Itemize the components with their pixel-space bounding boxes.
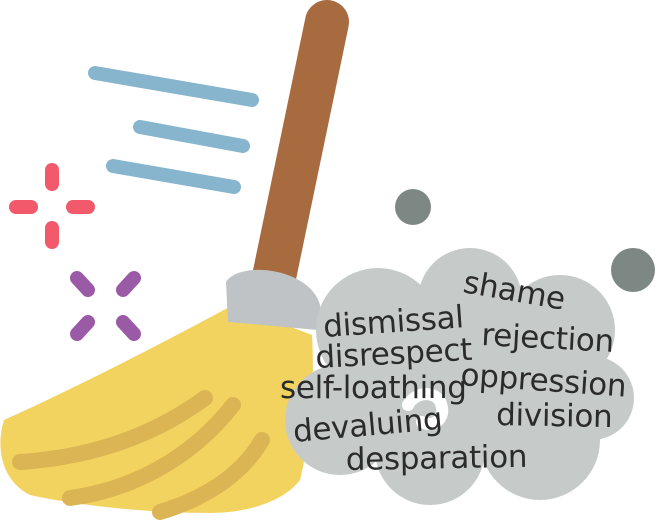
dust-particle-icon <box>395 189 431 225</box>
broom-collar <box>226 269 321 330</box>
broom-handle <box>251 0 349 304</box>
word-rejection: rejection <box>481 317 615 360</box>
motion-lines-icon <box>88 66 259 194</box>
motion-line <box>106 159 241 194</box>
sparkle-plus-icon <box>9 163 95 249</box>
word-division: division <box>496 397 613 435</box>
motion-line <box>88 66 259 107</box>
dust-particle-icon <box>611 248 655 292</box>
word-desparation: desparation <box>346 439 528 478</box>
sparkle-x-icon <box>70 271 141 341</box>
dust-cloud-icon <box>285 248 634 505</box>
broom-bristles <box>0 305 313 513</box>
bristle-stripes <box>12 390 270 520</box>
word-self-loathing: self-loathing <box>280 370 467 406</box>
word-disrespect: disrespect <box>315 332 473 376</box>
cloud-swirl <box>402 388 449 430</box>
broom-icon <box>0 0 349 520</box>
motion-line <box>133 120 250 153</box>
